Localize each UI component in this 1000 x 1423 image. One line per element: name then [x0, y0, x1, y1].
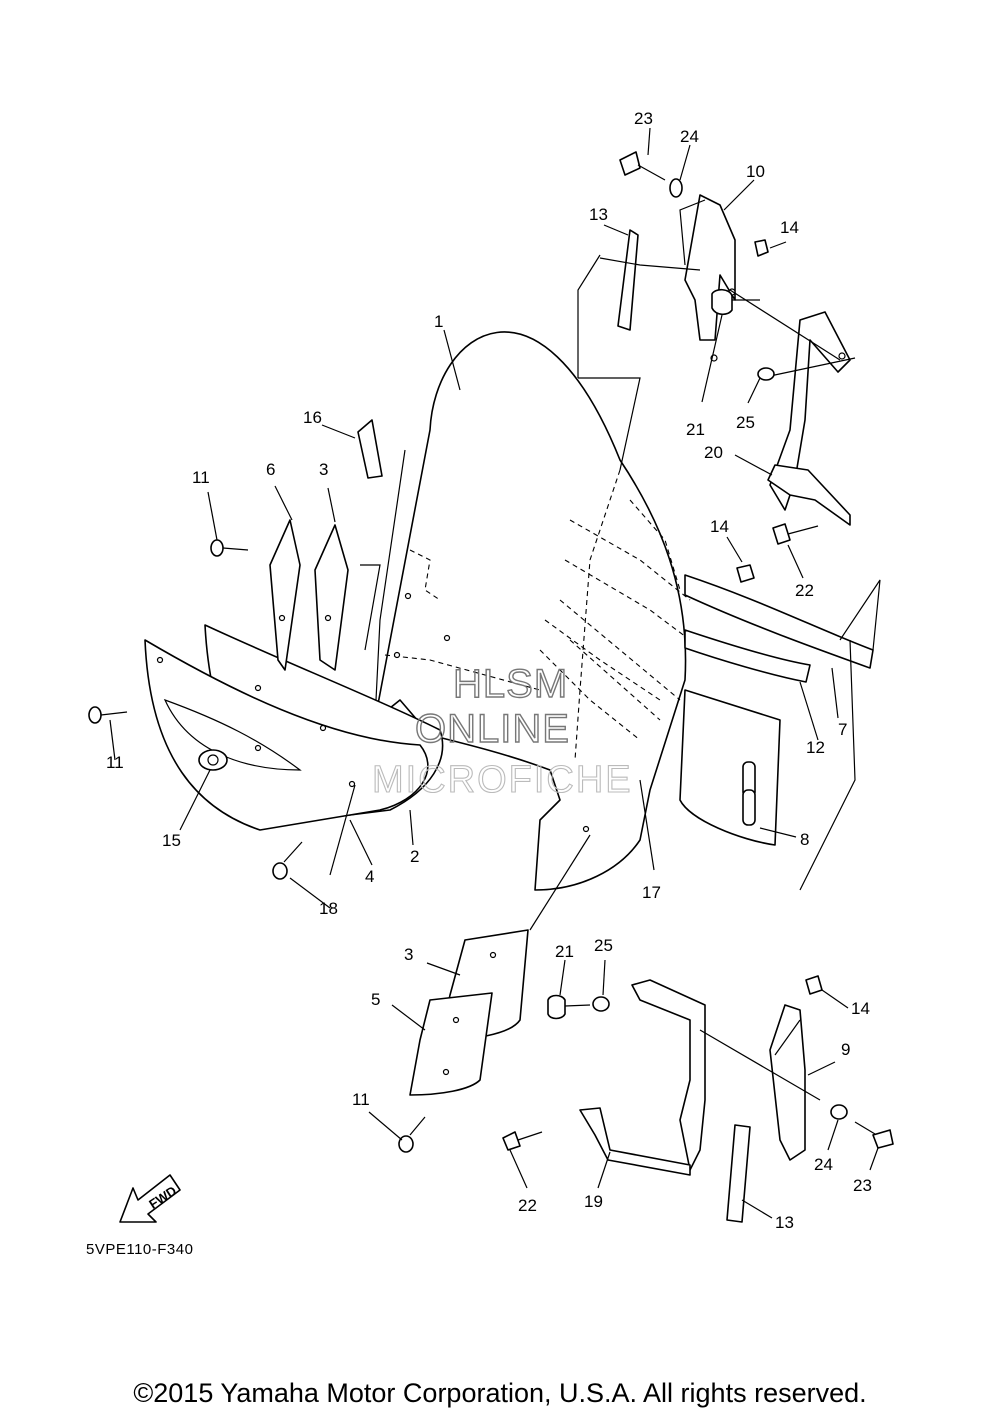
- leader-lines: [109, 127, 879, 1219]
- callout-1: 1: [434, 312, 443, 331]
- callout-7: 7: [838, 720, 847, 739]
- callout-24a: 24: [680, 127, 699, 146]
- diagram-code: 5VPE110-F340: [86, 1241, 194, 1258]
- watermark-line-1: HLSM: [453, 662, 568, 706]
- callout-22a: 22: [795, 581, 814, 600]
- callout-17: 17: [642, 883, 661, 902]
- watermark-line-2: ONLINE: [415, 707, 570, 751]
- callout-5: 5: [371, 990, 380, 1009]
- callout-23b: 23: [853, 1176, 872, 1195]
- callout-2: 2: [410, 847, 419, 866]
- callout-11b: 11: [106, 753, 124, 772]
- copyright-notice: ©2015 Yamaha Motor Corporation, U.S.A. A…: [133, 1378, 867, 1408]
- callout-6: 6: [266, 460, 275, 479]
- callout-25a: 25: [736, 413, 755, 432]
- callout-14b: 14: [710, 517, 729, 536]
- forward-arrow-icon: FWD: [119, 1174, 181, 1223]
- callout-9: 9: [841, 1040, 850, 1059]
- callout-18: 18: [319, 899, 338, 918]
- lower-bracket-group: [502, 975, 894, 1223]
- sticker: [357, 419, 383, 479]
- callout-21a: 21: [686, 420, 705, 439]
- callout-14a: 14: [780, 218, 799, 237]
- callout-19: 19: [584, 1192, 603, 1211]
- watermark: HLSM ONLINE MICROFICHE: [371, 661, 633, 801]
- side-plates: [269, 519, 349, 671]
- fasteners-left: [88, 539, 426, 1153]
- callout-13b: 13: [775, 1213, 794, 1232]
- callouts: 1 2 3 3 4 5 6 7 8 9 10 11 11 11 12 13 13…: [106, 109, 872, 1232]
- watermark-line-3: MICROFICHE: [372, 759, 633, 801]
- callout-15: 15: [162, 831, 181, 850]
- callout-24b: 24: [814, 1155, 833, 1174]
- bottom-panels: [409, 929, 529, 1096]
- callout-3a: 3: [319, 460, 328, 479]
- callout-25b: 25: [594, 936, 613, 955]
- callout-23a: 23: [634, 109, 653, 128]
- callout-4: 4: [365, 867, 374, 886]
- right-garnish: [679, 574, 881, 891]
- lower-cowl-assembly: [144, 624, 444, 831]
- callout-13a: 13: [589, 205, 608, 224]
- callout-14c: 14: [851, 999, 870, 1018]
- callout-16: 16: [303, 408, 322, 427]
- callout-8: 8: [800, 830, 809, 849]
- windshield: [374, 331, 691, 891]
- callout-20: 20: [704, 443, 723, 462]
- callout-11a: 11: [192, 468, 210, 487]
- callout-21b: 21: [555, 942, 574, 961]
- callout-22b: 22: [518, 1196, 537, 1215]
- upper-bracket-group: [599, 151, 856, 583]
- callout-3b: 3: [404, 945, 413, 964]
- callout-12: 12: [806, 738, 825, 757]
- callout-11c: 11: [352, 1090, 370, 1109]
- callout-10: 10: [746, 162, 765, 181]
